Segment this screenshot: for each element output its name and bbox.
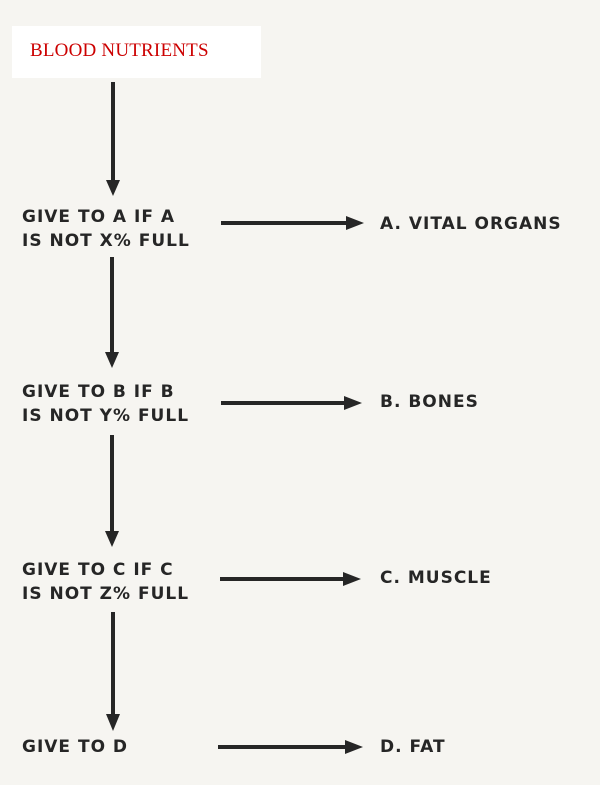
arrow-step-a-to-vital-organs [221,216,364,230]
arrow-step-c-to-step-d [106,612,120,731]
step-a-line-1: GIVE TO A IF A [22,207,176,227]
title-box: BLOOD NUTRIENTS [12,26,261,78]
step-b-line-2: IS NOT Y% FULL [22,406,190,426]
step-b-line-1: GIVE TO B IF B [22,382,175,402]
step-d-condition: GIVE TO D [22,735,128,759]
target-bones: B. BONES [380,392,479,412]
arrow-step-b-to-bones [221,396,362,410]
step-c-line-1: GIVE TO C IF C [22,560,174,580]
arrow-step-b-to-step-c [105,435,119,547]
step-d-line-1: GIVE TO D [22,737,129,757]
step-c-line-2: IS NOT Z% FULL [22,584,190,604]
step-c-condition: GIVE TO C IF C IS NOT Z% FULL [22,558,189,606]
target-muscle: C. MUSCLE [380,568,492,588]
step-b-condition: GIVE TO B IF B IS NOT Y% FULL [22,380,189,428]
diagram-title: BLOOD NUTRIENTS [30,40,209,61]
target-fat: D. FAT [380,737,446,757]
arrow-step-c-to-muscle [220,572,361,586]
step-a-condition: GIVE TO A IF A IS NOT X% FULL [22,205,190,253]
target-vital-organs: A. VITAL ORGANS [380,214,562,234]
arrow-step-d-to-fat [218,740,363,754]
step-a-line-2: IS NOT X% FULL [22,231,190,251]
arrow-step-a-to-step-b [105,257,119,368]
arrow-title-to-step-a [106,82,120,196]
